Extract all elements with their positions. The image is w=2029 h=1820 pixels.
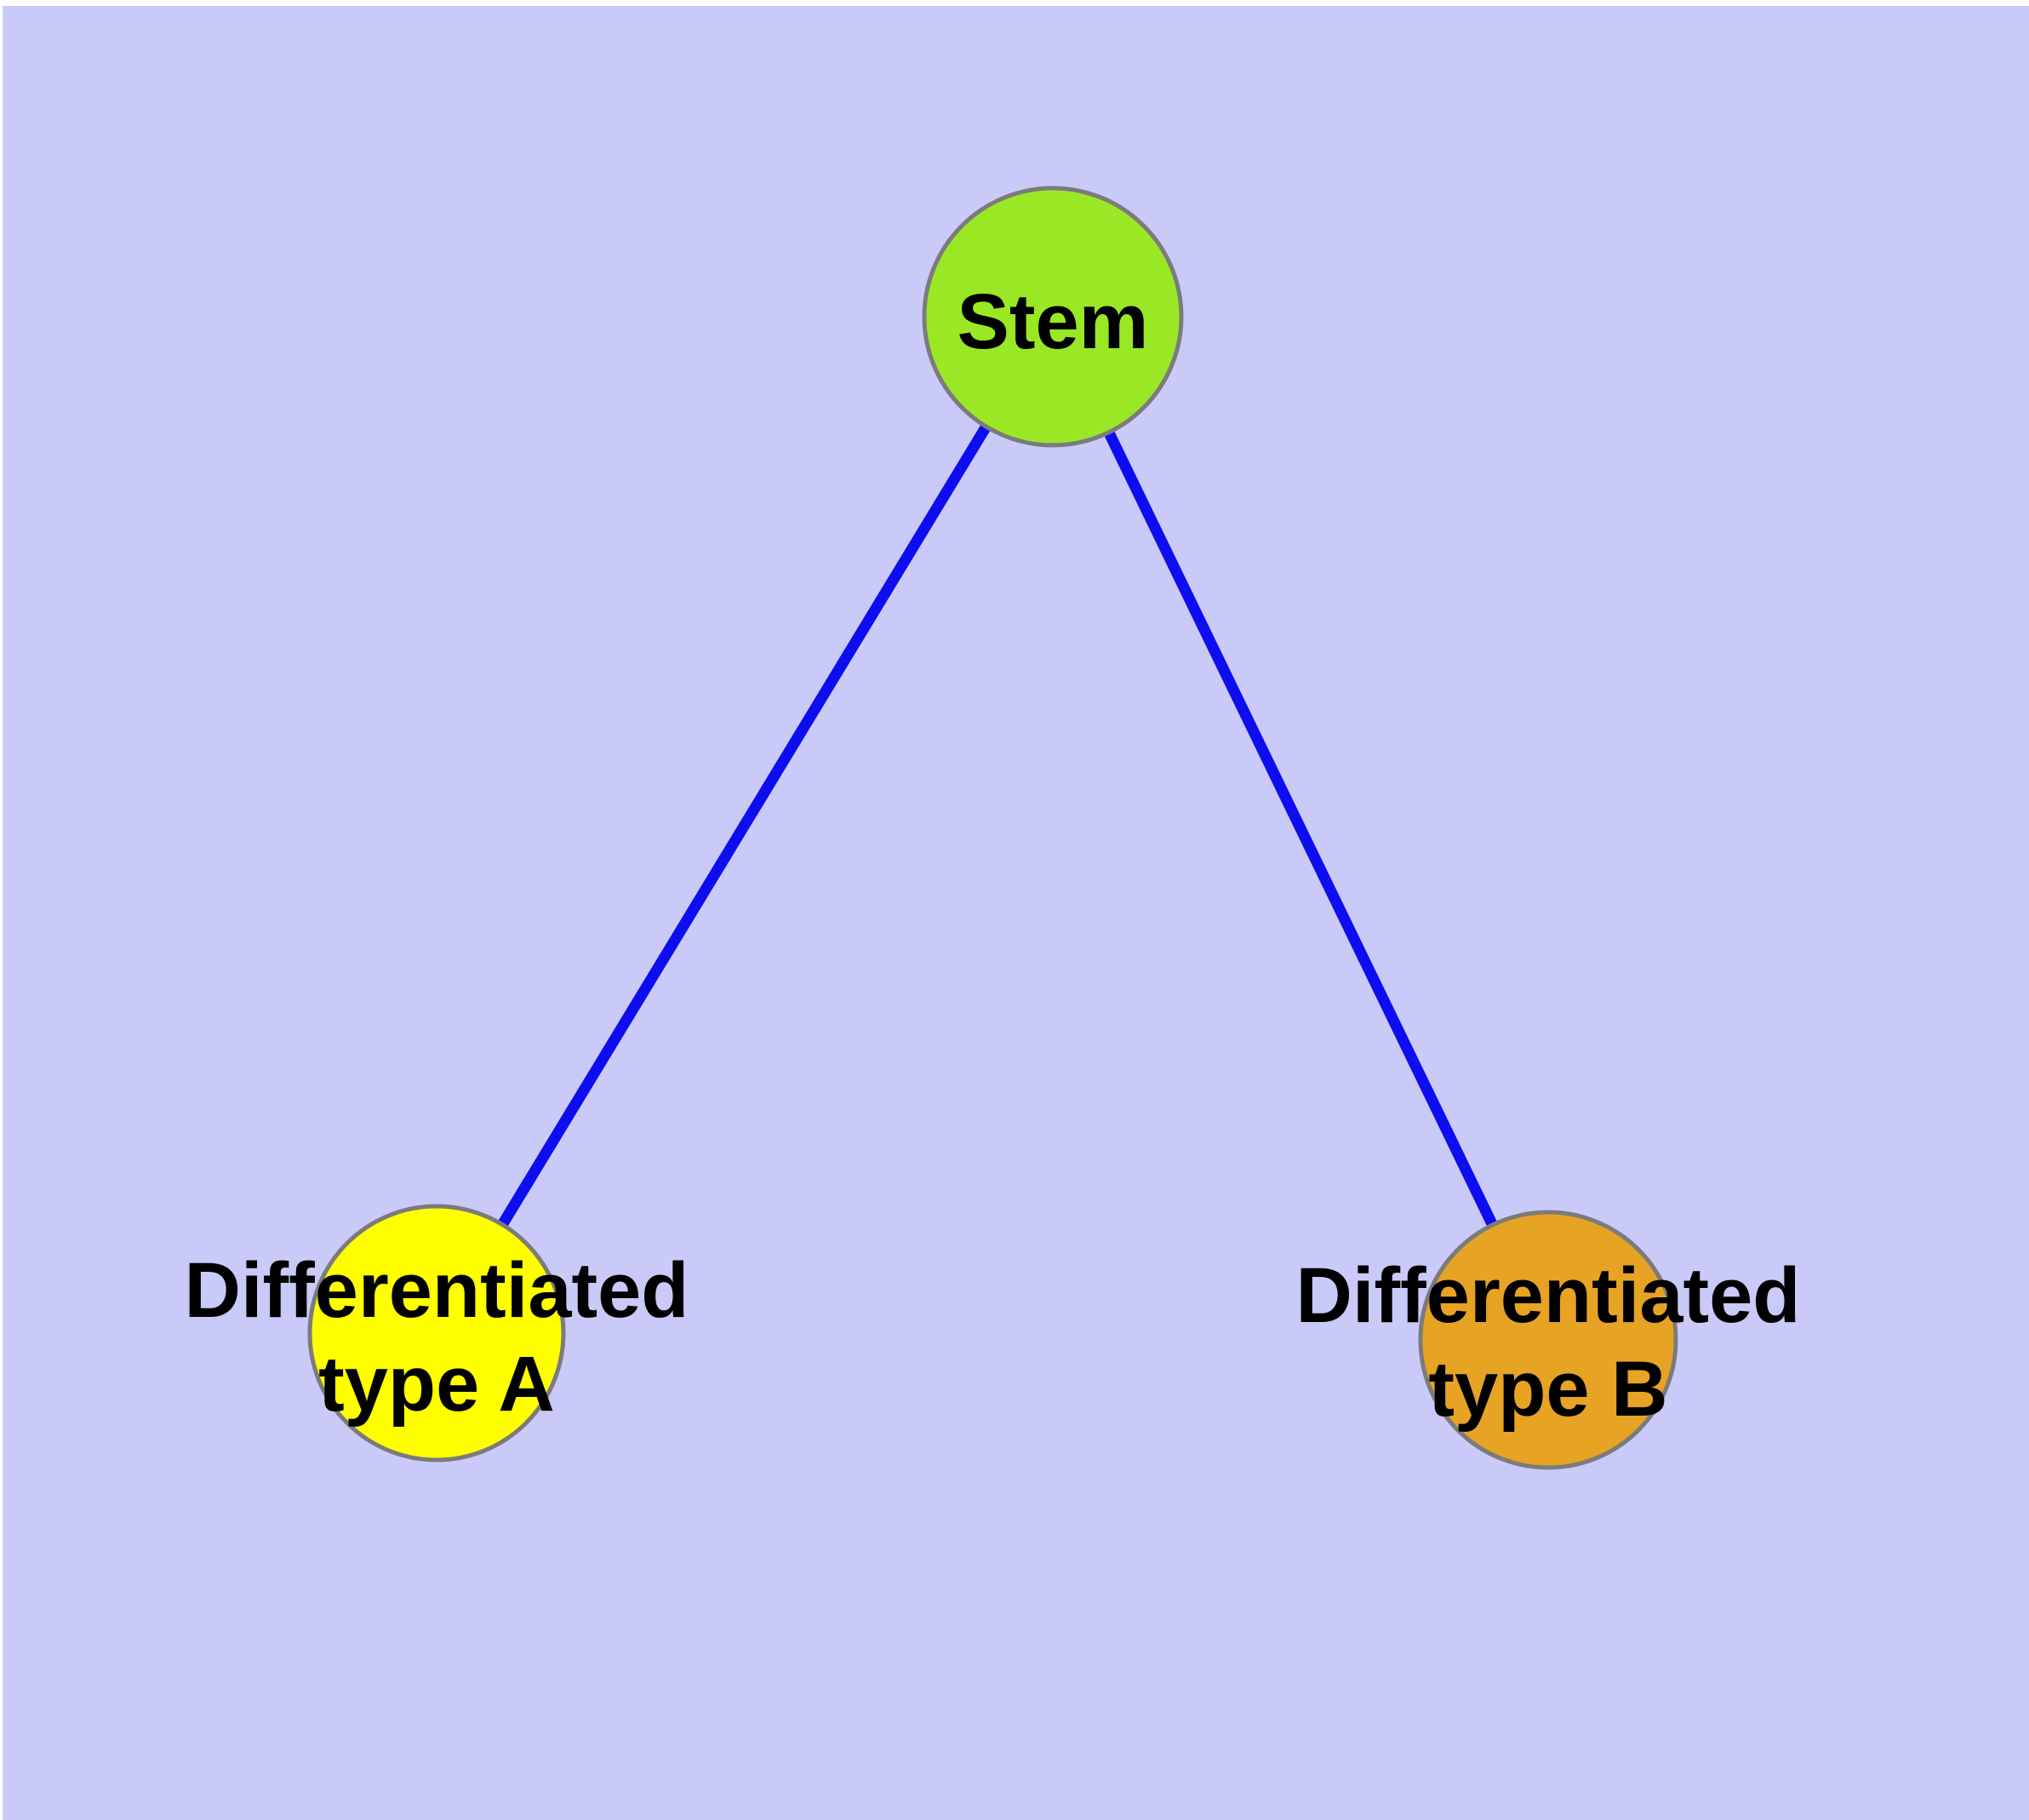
node-label-type-a-line2: type A (318, 1341, 555, 1428)
edge-stem-to-type-b (1048, 314, 1553, 1342)
node-stem (922, 186, 1184, 448)
node-differentiated-type-b (1418, 1210, 1678, 1470)
node-label-stem: Stem (957, 278, 1149, 365)
edge-stem-to-type-a (432, 313, 1058, 1336)
node-differentiated-type-a (307, 1204, 566, 1462)
node-label-type-b-line1: Differentiated (1296, 1252, 1801, 1339)
node-label-type-a-line1: Differentiated (185, 1247, 689, 1334)
node-label-type-b-line2: type B (1428, 1346, 1667, 1433)
